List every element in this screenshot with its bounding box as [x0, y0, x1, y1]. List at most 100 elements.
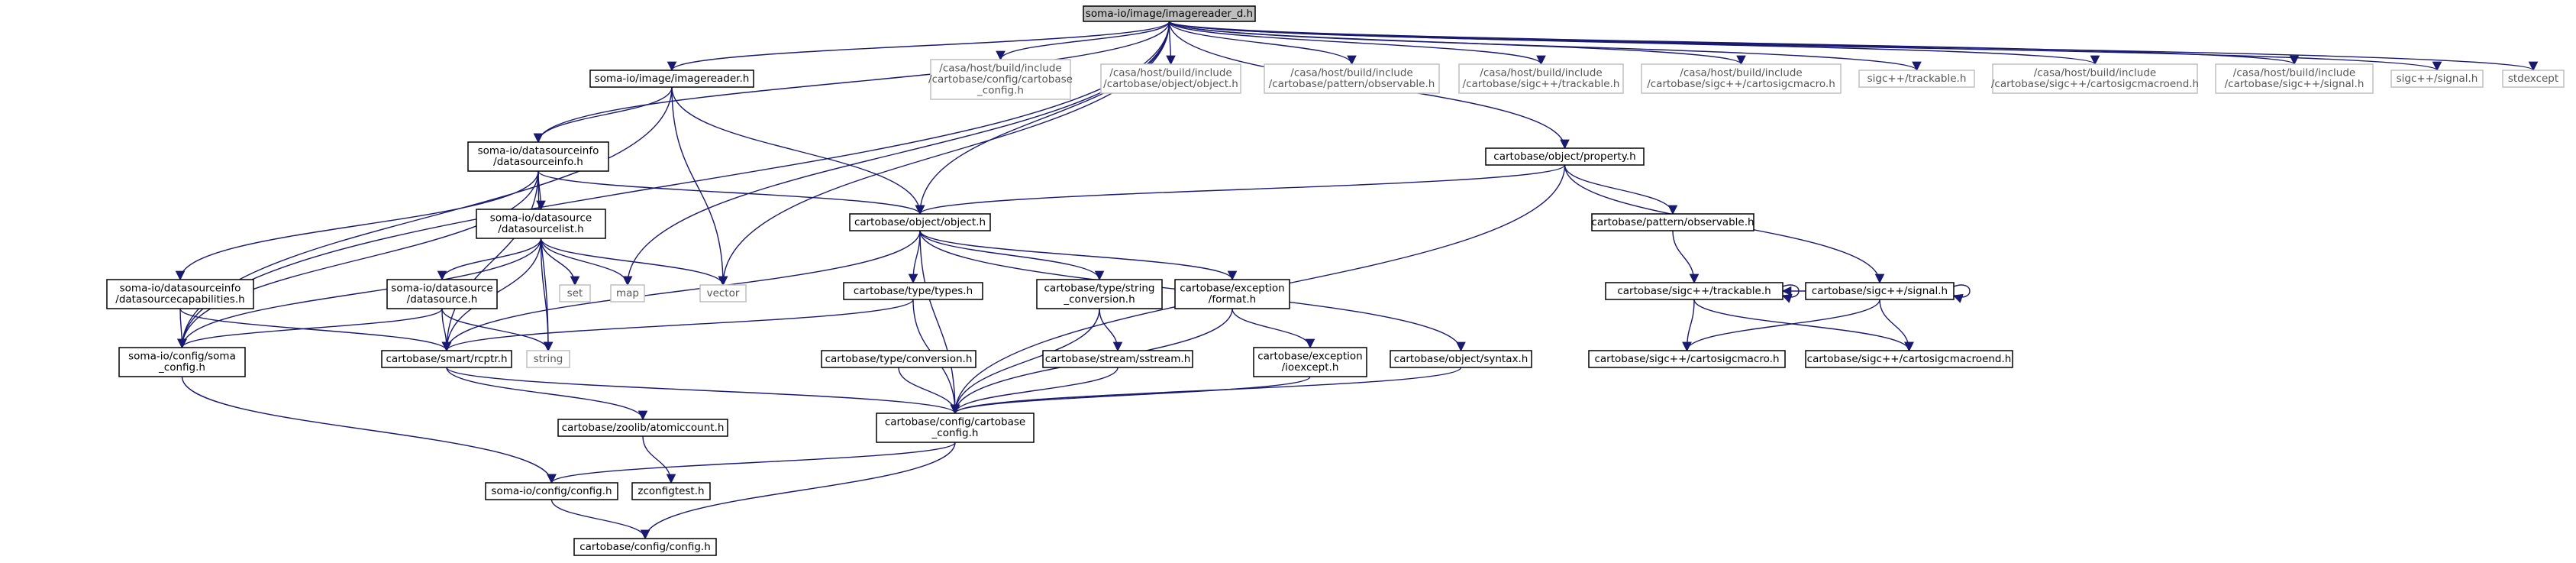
edge-object-to-cb_config — [919, 230, 960, 415]
edge-syntax-to-cb_config — [950, 367, 1462, 415]
node-box — [1805, 282, 1955, 300]
node-label: cartobase/exception — [1257, 351, 1363, 363]
node-box — [1858, 70, 1975, 88]
node-signal[interactable]: cartobase/sigc++/signal.h — [1805, 282, 1955, 300]
node-map: map — [610, 284, 645, 303]
node-object[interactable]: cartobase/object/object.h — [849, 213, 991, 231]
node-label: cartobase/config/config.h — [579, 541, 711, 553]
node-label: string — [534, 353, 563, 365]
edge-root-to-object — [915, 21, 1170, 215]
node-cb_config[interactable]: cartobase/config/cartobase_config.h — [876, 413, 1035, 443]
node-strconv[interactable]: cartobase/type/string_conversion.h — [1036, 279, 1163, 309]
node-box — [1605, 282, 1784, 300]
node-sstream[interactable]: cartobase/stream/sstream.h — [1042, 350, 1193, 368]
edge-object-to-rcptr — [441, 230, 921, 352]
edge-dsinfo-to-string — [537, 170, 554, 352]
node-label: cartobase/sigc++/signal.h — [1812, 285, 1948, 297]
node-trackable[interactable]: cartobase/sigc++/trackable.h — [1605, 282, 1784, 300]
edge-signal-to-cartosigcmacroend — [1879, 299, 1914, 352]
node-dslist[interactable]: soma-io/datasource/datasourcelist.h — [476, 209, 606, 239]
node-label: cartobase/type/conversion.h — [825, 353, 973, 365]
node-label: _config.h — [976, 84, 1024, 96]
edge-signal-to-signal — [1952, 284, 1971, 303]
node-label: /casa/host/build/include — [1290, 67, 1412, 79]
node-label: sigc++/signal.h — [2397, 73, 2478, 85]
node-cartosigcmacroend[interactable]: cartobase/sigc++/cartosigcmacroend.h — [1805, 350, 2013, 368]
node-imagereader[interactable]: soma-io/image/imagereader.h — [589, 70, 754, 88]
edge-cb_config-to-soma_cfg — [547, 442, 956, 484]
node-label: cartobase/sigc++/cartosigcmacroend.h — [1807, 353, 2012, 365]
node-label: vector — [707, 287, 740, 299]
node-format[interactable]: cartobase/exception/format.h — [1174, 279, 1290, 309]
node-soma_config[interactable]: soma-io/config/soma_config.h — [118, 347, 246, 377]
node-obj_inc: /casa/host/build/include/cartobase/objec… — [1100, 63, 1241, 94]
node-label: _conversion.h — [1063, 293, 1135, 306]
node-ioexcept[interactable]: cartobase/exception/ioexcept.h — [1253, 347, 1367, 377]
edge-root-to-imagereader — [667, 21, 1170, 72]
node-label: cartobase/object/syntax.h — [1394, 353, 1528, 365]
node-macro_inc: /casa/host/build/include/cartobase/sigc+… — [1641, 63, 1842, 94]
node-types[interactable]: cartobase/type/types.h — [843, 282, 983, 300]
node-cb_config_inc: /casa/host/build/include/cartobase/confi… — [928, 59, 1073, 100]
node-stdexcept: stdexcept — [2502, 70, 2565, 88]
node-dsinfo[interactable]: soma-io/datasourceinfo/datasourceinfo.h — [467, 141, 609, 172]
node-box — [1042, 350, 1193, 368]
node-box — [849, 213, 991, 231]
node-cb_cfg[interactable]: cartobase/config/config.h — [573, 538, 717, 556]
node-datasource[interactable]: soma-io/datasource/datasource.h — [386, 279, 498, 309]
edge-dsinfo-to-soma_config — [177, 170, 539, 349]
node-observable[interactable]: cartobase/pattern/observable.h — [1591, 213, 1754, 231]
node-atomiccount[interactable]: cartobase/zoolib/atomiccount.h — [557, 419, 728, 437]
node-label: cartobase/pattern/observable.h — [1591, 216, 1754, 228]
edge-rcptr-to-cb_config — [446, 367, 960, 415]
node-vector: vector — [699, 284, 747, 303]
node-root[interactable]: soma-io/image/imagereader_d.h — [1083, 5, 1256, 22]
edge-root-to-sigc_trk — [1168, 21, 1922, 72]
edge-signal-to-cartosigcmacro — [1682, 299, 1880, 352]
edge-strconv-to-sstream — [1099, 308, 1123, 352]
node-sigc_trk: sigc++/trackable.h — [1858, 70, 1975, 88]
node-dscap[interactable]: soma-io/datasourceinfo/datasourcecapabil… — [106, 279, 254, 309]
node-label: cartobase/object/object.h — [854, 216, 986, 228]
edge-root-to-trk_inc — [1168, 21, 1546, 66]
edge-datasource-to-soma_config — [177, 308, 443, 349]
edge-dslist-to-datasource — [437, 238, 542, 281]
edge-layer — [175, 21, 2538, 540]
edge-soma_cfg-to-cb_cfg — [550, 499, 650, 540]
node-box — [1083, 5, 1256, 22]
node-label: cartobase/sigc++/cartosigcmacro.h — [1594, 353, 1779, 365]
node-box — [485, 482, 618, 500]
node-box — [1588, 350, 1786, 368]
node-label: /format.h — [1209, 293, 1256, 306]
edge-object-to-format — [919, 230, 1238, 281]
node-sigc_signal: sigc++/signal.h — [2390, 70, 2484, 88]
node-syntax[interactable]: cartobase/object/syntax.h — [1390, 350, 1532, 368]
node-box — [573, 538, 717, 556]
node-box — [559, 284, 591, 303]
node-rcptr[interactable]: cartobase/smart/rcptr.h — [381, 350, 512, 368]
node-label: _config.h — [931, 427, 979, 439]
node-cartosigcmacro[interactable]: cartobase/sigc++/cartosigcmacro.h — [1588, 350, 1786, 368]
node-label: /casa/host/build/include — [1109, 67, 1232, 79]
node-box — [610, 284, 645, 303]
node-label: /cartobase/config/cartobase — [928, 73, 1073, 86]
node-box — [386, 279, 498, 309]
node-label: cartobase/type/string — [1044, 283, 1155, 295]
node-label: soma-io/datasource — [391, 283, 492, 295]
node-property[interactable]: cartobase/object/property.h — [1485, 147, 1645, 166]
node-box — [699, 284, 747, 303]
node-label: set — [567, 287, 583, 299]
node-box — [1174, 279, 1290, 309]
node-conversion[interactable]: cartobase/type/conversion.h — [821, 350, 976, 368]
edge-dslist-to-soma_config — [177, 238, 542, 349]
node-box — [930, 59, 1071, 100]
node-label: /casa/host/build/include — [2034, 67, 2156, 79]
node-soma_cfg[interactable]: soma-io/config/config.h — [485, 482, 618, 500]
node-box — [1253, 347, 1367, 377]
node-zconfigtest[interactable]: zconfigtest.h — [631, 482, 711, 500]
node-set: set — [559, 284, 591, 303]
node-box — [2390, 70, 2484, 88]
node-label: /datasourcelist.h — [498, 223, 583, 235]
node-label: soma-io/datasourceinfo — [478, 145, 599, 157]
node-label: zconfigtest.h — [638, 485, 704, 497]
